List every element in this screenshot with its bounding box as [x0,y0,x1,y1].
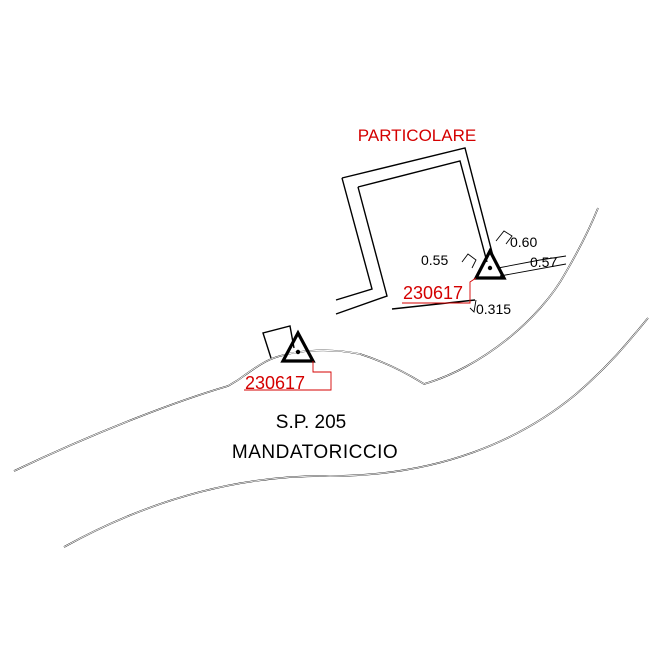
road-sp205 [13,207,649,548]
benchmark-label-box [402,277,477,304]
road-code-label: S.P. 205 [276,412,346,433]
dimension-label: 0.315 [476,301,511,317]
dimension-label: 0.57 [530,254,557,270]
building-outer-wall [341,147,495,261]
dimension-label: 0.55 [421,252,448,268]
road-notch [262,325,295,359]
building-inner-wall [357,160,488,263]
road-lower-edge [63,317,649,548]
road-name-label: MANDATORICCIO [232,442,398,463]
benchmark-road [244,329,332,391]
benchmark-id-label: 230617 [403,283,463,303]
benchmark-point-icon [295,349,301,355]
benchmark-label-box [244,361,332,391]
benchmark-id-label: 230617 [245,373,305,393]
benchmark-triangle-icon [473,247,507,280]
benchmark-point-icon [487,265,493,271]
detail-title: PARTICOLARE [358,126,476,145]
building-left-wall-inner [335,186,388,315]
building-right-short [391,299,476,310]
building-left-wall-outer [335,177,373,301]
dimension-label: 0.60 [510,234,537,250]
benchmark-triangle-icon [280,329,316,363]
detail-building [335,147,495,315]
dimension-leaders [461,230,567,313]
benchmark-detail [402,247,507,304]
